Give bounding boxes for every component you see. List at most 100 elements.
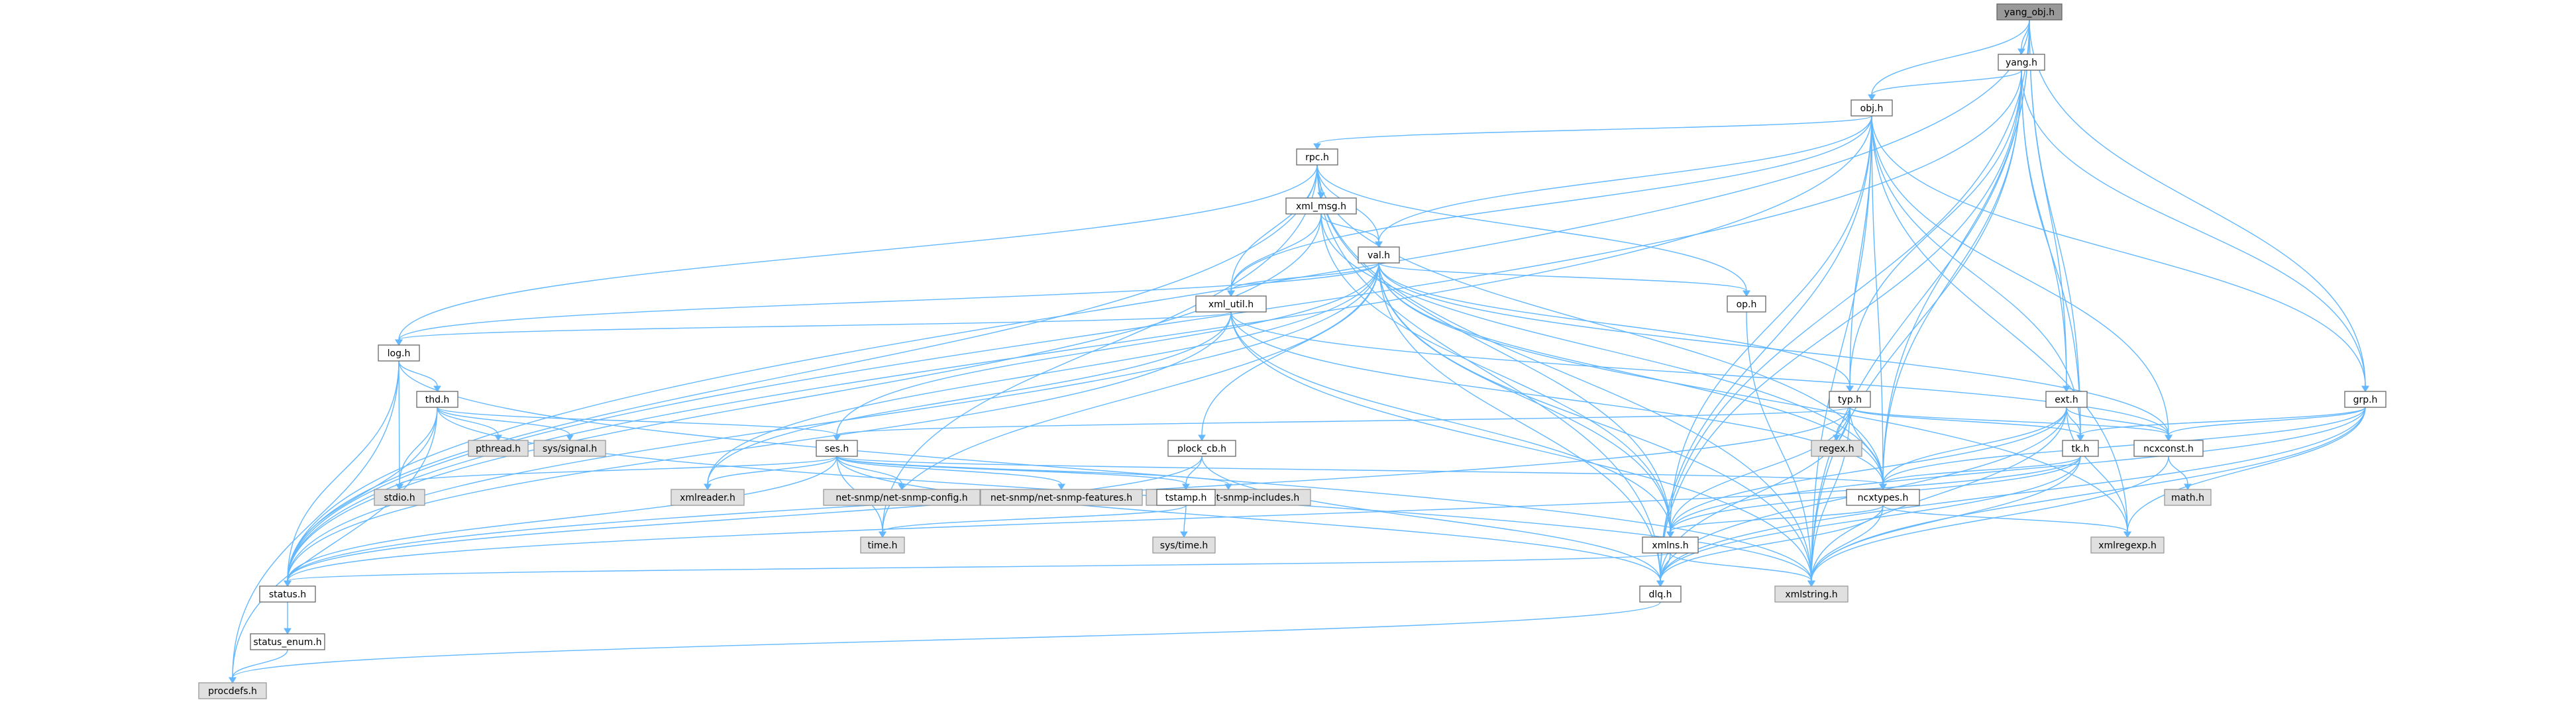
node-status_enum[interactable]: status_enum.h <box>250 633 325 650</box>
node-rpc[interactable]: rpc.h <box>1296 148 1338 166</box>
arrowhead-val-to-typ <box>1846 385 1854 392</box>
node-box-pthread <box>468 440 529 457</box>
edge-rpc-to-status <box>287 164 1318 581</box>
edge-typ-to-xmlns <box>1670 407 1851 532</box>
edge-obj-to-status <box>287 115 1872 581</box>
edge-log-to-procdefs <box>232 360 400 678</box>
edge-yang_obj-to-tk <box>2029 19 2081 436</box>
edge-xmlns-to-dlq <box>1660 552 1671 581</box>
node-label-grp: grp.h <box>2353 395 2378 405</box>
edge-yang-to-ncxtypes <box>1882 70 2022 485</box>
node-box-rpc <box>1296 148 1338 166</box>
node-label-netsnmpconfig: net-snmp/net-snmp-config.h <box>835 493 967 503</box>
node-typ[interactable]: typ.h <box>1829 391 1871 408</box>
node-status[interactable]: status.h <box>259 585 316 603</box>
node-label-tk: tk.h <box>2072 444 2090 454</box>
edge-obj-to-tk <box>1871 115 2081 436</box>
node-box-dlq <box>1639 585 1682 603</box>
node-box-xmlregexp <box>2090 536 2165 554</box>
node-box-math <box>2164 489 2212 506</box>
edge-ext-to-xmlns <box>1670 407 2067 532</box>
edge-ncxconst-to-math <box>2168 456 2188 485</box>
edge-thd-to-syssignal <box>437 407 570 436</box>
edge-val-to-status <box>287 262 1379 581</box>
node-xmlns[interactable]: xmlns.h <box>1642 536 1699 554</box>
edge-thd-to-pthread <box>437 407 499 436</box>
edge-rpc-to-xmlstring <box>1316 164 1812 581</box>
node-ses[interactable]: ses.h <box>816 440 858 457</box>
arrowhead-ncxtypes-to-xmlns <box>1666 531 1674 538</box>
node-dlq[interactable]: dlq.h <box>1639 585 1682 603</box>
node-box-time <box>860 536 905 554</box>
node-yang[interactable]: yang.h <box>1998 54 2045 71</box>
edge-thd-to-ses <box>437 407 837 436</box>
node-tk[interactable]: tk.h <box>2062 440 2099 457</box>
edge-rpc-to-op <box>1316 164 1747 291</box>
node-label-time: time.h <box>868 540 898 551</box>
node-box-ext <box>2045 391 2088 408</box>
edge-obj-to-xmlns <box>1670 115 1872 532</box>
node-label-regex: regex.h <box>1819 444 1854 454</box>
header-nodes: yang_obj.h yang.h obj.h rpc.h xml_msg.h val.h… <box>198 3 2387 699</box>
edge-ncxconst-to-xmlstring <box>1811 456 2169 581</box>
node-grp[interactable]: grp.h <box>2344 391 2387 408</box>
node-obj[interactable]: obj.h <box>1851 99 1893 117</box>
edge-obj-to-xml_util <box>1230 115 1872 291</box>
node-box-op <box>1727 295 1766 313</box>
node-op[interactable]: op.h <box>1727 295 1766 313</box>
node-box-yang_obj <box>1996 3 2063 21</box>
node-xml_msg[interactable]: xml_msg.h <box>1285 197 1357 215</box>
node-box-regex <box>1811 440 1862 457</box>
node-box-systime <box>1152 536 1216 554</box>
edge-rpc-to-xml_util <box>1230 164 1318 291</box>
node-box-status <box>259 585 316 603</box>
node-tstamp[interactable]: tstamp.h <box>1156 489 1216 506</box>
arrowhead-typ-to-regex <box>1833 434 1841 441</box>
node-xml_util[interactable]: xml_util.h <box>1195 295 1267 313</box>
node-label-xmlns: xmlns.h <box>1652 540 1688 551</box>
edge-val-to-xml_util <box>1230 262 1379 291</box>
node-pthread: pthread.h <box>468 440 529 457</box>
node-xmlreader: xmlreader.h <box>671 489 745 506</box>
edge-yang-to-grp <box>2021 70 2366 387</box>
edge-ses-to-tstamp <box>836 456 1187 485</box>
arrowhead-xmlns-to-status <box>284 580 292 587</box>
edge-yang_obj-to-xmlstring <box>1811 19 2030 581</box>
node-label-thd: thd.h <box>425 395 450 405</box>
node-log[interactable]: log.h <box>378 344 420 362</box>
arrowhead-yang-to-obj <box>1868 94 1876 101</box>
edge-yang_obj-to-status <box>287 19 2030 581</box>
node-yang_obj[interactable]: yang_obj.h <box>1996 3 2063 21</box>
node-label-stdio: stdio.h <box>384 493 415 503</box>
node-box-thd <box>416 391 458 408</box>
edge-val-to-ncxtypes <box>1378 262 1884 485</box>
node-box-status_enum <box>250 633 325 650</box>
arrowhead-thd-to-syssignal <box>566 434 574 441</box>
node-thd[interactable]: thd.h <box>416 391 458 408</box>
node-val[interactable]: val.h <box>1358 246 1400 264</box>
edge-tstamp-to-systime <box>1183 505 1187 532</box>
node-ext[interactable]: ext.h <box>2045 391 2088 408</box>
edge-obj-to-xmlstring <box>1811 115 1872 581</box>
node-ncxconst[interactable]: ncxconst.h <box>2133 440 2204 457</box>
node-box-xmlstring <box>1774 585 1849 603</box>
edge-rpc-to-time <box>882 164 1318 532</box>
edge-yang_obj-to-ext <box>2029 19 2067 387</box>
node-box-procdefs <box>198 682 267 699</box>
arrowhead-tk-to-ncxtypes <box>1879 483 1887 490</box>
node-label-procdefs: procdefs.h <box>208 686 257 697</box>
edge-yang_obj-to-grp <box>2029 19 2366 387</box>
node-plock_cb[interactable]: plock_cb.h <box>1167 440 1236 457</box>
arrowhead-dlq-to-procdefs <box>229 677 237 683</box>
edge-ncxtypes-to-dlq <box>1660 505 1884 581</box>
edge-ncxtypes-to-xmlregexp <box>1882 505 2128 532</box>
edge-xml_msg-to-val <box>1320 213 1379 242</box>
edge-ses-to-xmlreader <box>707 456 837 485</box>
node-ncxtypes[interactable]: ncxtypes.h <box>1846 489 1920 506</box>
edge-xml_util-to-status <box>287 311 1232 581</box>
edge-xml_msg-to-ncxtypes <box>1320 213 1884 485</box>
edge-xml_util-to-ncxconst <box>1230 311 2169 436</box>
node-label-log: log.h <box>388 348 411 359</box>
edge-dlq-to-procdefs <box>232 601 1661 678</box>
arrowhead-tstamp-to-time <box>879 531 886 538</box>
